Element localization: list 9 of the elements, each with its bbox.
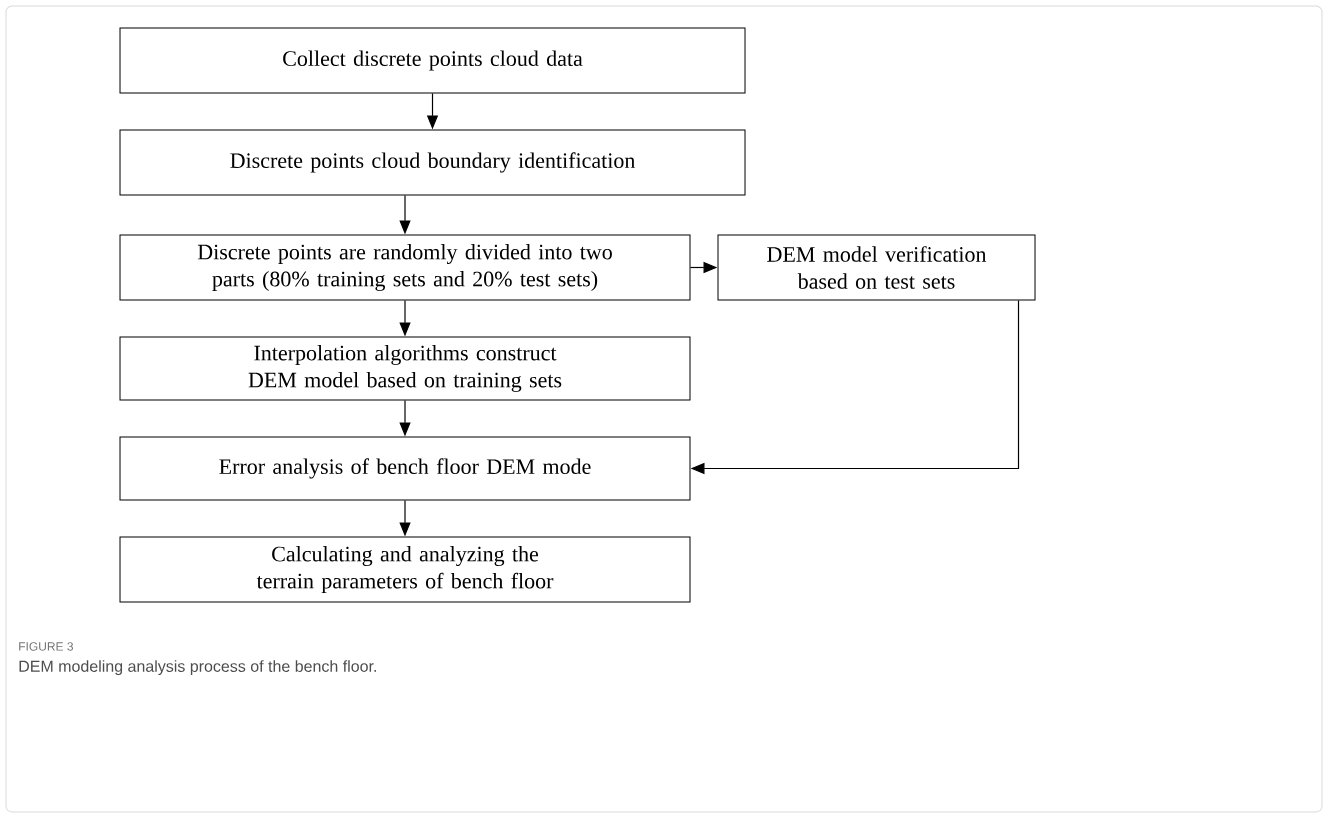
process-box: Calculating and analyzing the terrain parameters of bench floor: [119, 536, 691, 603]
process-box: Collect discrete points cloud data: [119, 27, 746, 94]
process-box: Error analysis of bench floor DEM mode: [119, 436, 691, 501]
process-box: Discrete points cloud boundary identification: [119, 129, 746, 196]
process-box: Interpolation algorithms construct DEM model based on training sets: [119, 336, 691, 401]
process-box: Discrete points are randomly divided into two parts (80% training sets and 20% test sets): [119, 234, 691, 301]
caption: DEM modeling analysis process of the bench floor.: [19, 660, 376, 676]
figure-label: FIGURE 3: [19, 642, 73, 651]
process-box: DEM model verification based on test sets: [717, 234, 1036, 301]
